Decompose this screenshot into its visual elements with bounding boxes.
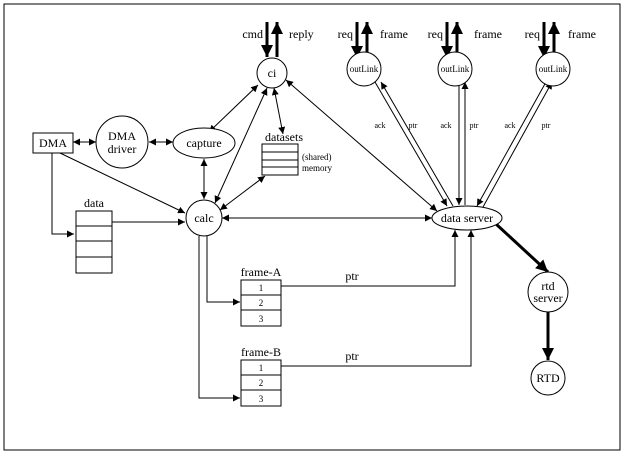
rtd-server-label-2: server xyxy=(533,291,562,305)
shared-label: (shared) xyxy=(302,152,331,162)
calc-frameb-arrow xyxy=(198,236,240,402)
framea-ptr-arrow xyxy=(281,230,459,287)
outlink1-ptr-arrow xyxy=(380,81,454,207)
outlink-node-3 xyxy=(535,51,571,87)
data-buffer xyxy=(75,210,113,274)
frame-b-cell: 1 xyxy=(259,363,264,373)
req-label-3: req xyxy=(525,27,540,41)
calc-framea-arrow xyxy=(206,236,240,306)
frame-label-3: frame xyxy=(568,27,596,41)
ptr-label-2: ptr xyxy=(470,121,479,130)
frameb-ptr-arrow xyxy=(281,230,475,367)
datasets-label: datasets xyxy=(265,130,303,144)
ci-dataserver-arrow xyxy=(285,79,438,212)
ptr-label-3: ptr xyxy=(542,121,551,130)
dma-driver-node xyxy=(95,115,149,169)
frame-a-buffer xyxy=(240,279,282,327)
ci-datasets-arrow xyxy=(271,87,286,135)
outlink-node-2 xyxy=(437,51,473,87)
rtd-server-node xyxy=(527,271,569,313)
frame-label-1: frame xyxy=(380,27,408,41)
dma-driver-label-2: driver xyxy=(108,142,137,156)
ack-label-3: ack xyxy=(504,121,515,130)
frame-label-2: frame xyxy=(474,27,502,41)
frame-b-label: frame-B xyxy=(241,345,281,359)
frame-a-cell: 2 xyxy=(259,298,264,308)
dma-driver-label-1: DMA xyxy=(108,129,136,143)
ci-node xyxy=(256,57,288,89)
data-server-label: data server xyxy=(441,211,493,225)
dataserver-rtd-arrow xyxy=(494,222,550,274)
capture-node xyxy=(172,127,236,159)
frame-a-label: frame-A xyxy=(241,265,282,279)
data-server-node xyxy=(431,205,503,231)
dma-box xyxy=(32,132,74,154)
outlink-label-2: outLink xyxy=(441,64,470,74)
frame-b-cell: 3 xyxy=(259,394,264,404)
outlink1-ack-arrow xyxy=(374,81,448,207)
rtd-label: RTD xyxy=(536,371,560,385)
rtd-node xyxy=(530,360,566,396)
outlink-label-1: outLink xyxy=(350,64,379,74)
datasets-calc-arrow xyxy=(219,175,266,211)
capture-label: capture xyxy=(186,136,221,150)
ci-label: ci xyxy=(268,66,277,80)
reply-label: reply xyxy=(289,27,314,41)
ack-label-1: ack xyxy=(374,121,385,130)
outlink3-ack-arrow xyxy=(476,81,547,207)
dma-data-arrow xyxy=(51,153,74,238)
calc-label: calc xyxy=(194,211,213,225)
frame-b-buffer xyxy=(240,359,282,407)
calc-node xyxy=(185,199,223,237)
diagram-frame xyxy=(3,3,621,451)
outlink3-ptr-arrow xyxy=(482,81,553,208)
frame-a-cell: 3 xyxy=(259,314,264,324)
ack-label-2: ack xyxy=(440,121,451,130)
rtd-server-label-1: rtd xyxy=(541,279,554,293)
cmd-label: cmd xyxy=(242,27,263,41)
req-label-2: req xyxy=(428,27,443,41)
data-label: data xyxy=(84,196,105,210)
dma-calc-arrow xyxy=(59,152,186,214)
dma-label: DMA xyxy=(39,136,67,150)
outlink-node-1 xyxy=(346,51,382,87)
ptr-label-1: ptr xyxy=(409,121,418,130)
frame-a-cell: 1 xyxy=(259,283,264,293)
memory-label: memory xyxy=(302,163,332,173)
frame-b-cell: 2 xyxy=(259,378,264,388)
ptr-b-label: ptr xyxy=(345,349,358,363)
outlink-label-3: outLink xyxy=(539,64,568,74)
req-label-1: req xyxy=(338,27,353,41)
ptr-a-label: ptr xyxy=(345,269,358,283)
